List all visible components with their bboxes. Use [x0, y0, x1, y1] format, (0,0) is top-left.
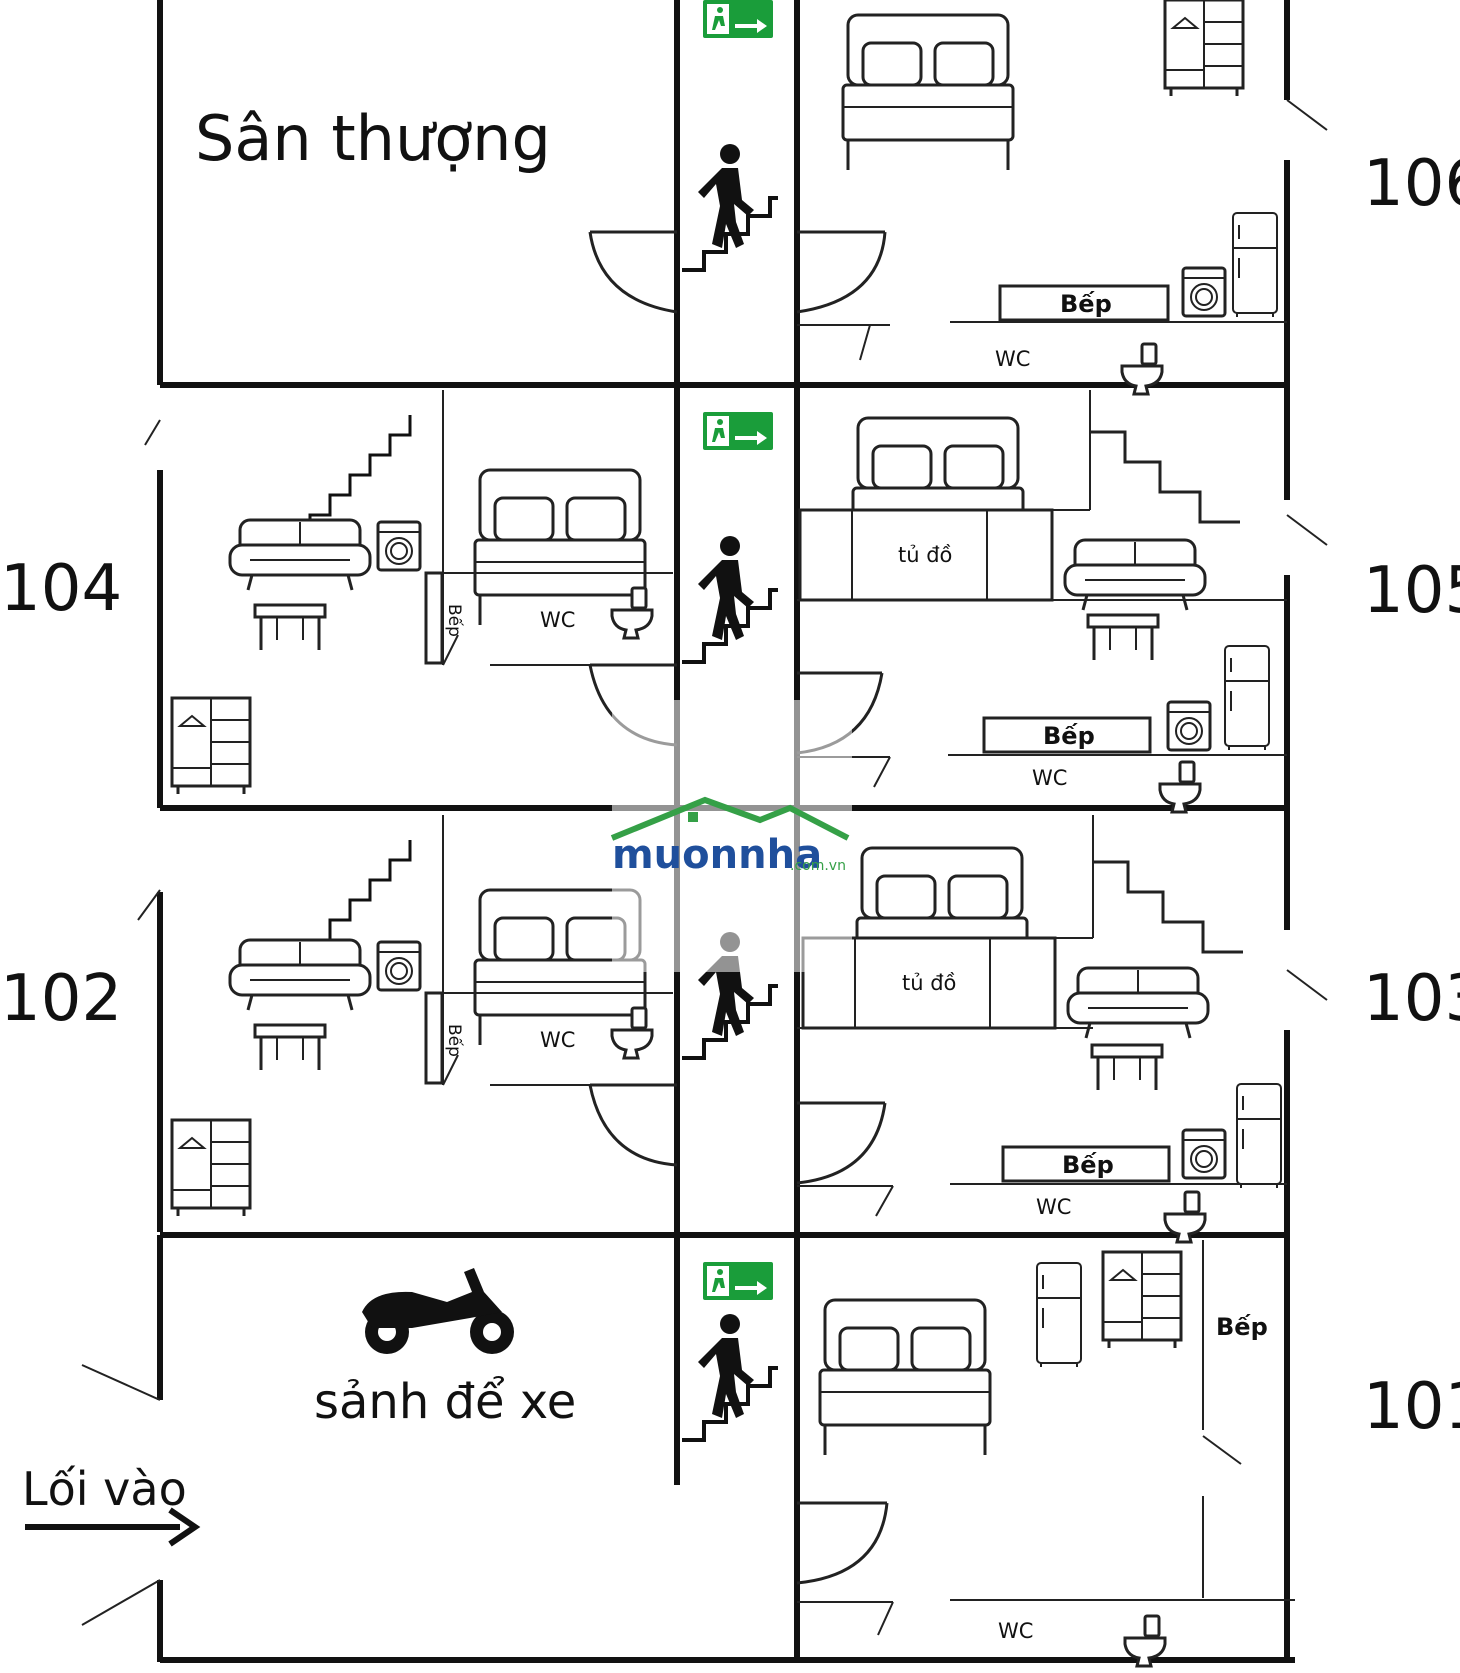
watermark-logo: muonnha .com.vn	[610, 700, 852, 972]
room-number-104: 104	[0, 552, 122, 626]
wardrobe-label: tủ đồ	[898, 543, 952, 567]
wc-label: WC	[995, 347, 1030, 371]
room-number-101: 101	[1363, 1370, 1460, 1444]
exit-sign-icon	[703, 0, 773, 38]
kitchen-label: Bếp	[1062, 1151, 1114, 1179]
stairs-walker-icon	[680, 1312, 780, 1442]
parking-label: sảnh để xe	[314, 1374, 576, 1430]
stairs-walker-icon	[680, 142, 780, 272]
stairs-walker-icon	[680, 534, 780, 664]
room-105: tủ đồ Bếp WC	[796, 390, 1287, 814]
room-number-103: 103	[1363, 962, 1460, 1036]
rooftop-label: Sân thượng	[195, 102, 551, 175]
wc-label: WC	[1032, 766, 1067, 790]
entrance-label: Lối vào	[22, 1462, 187, 1516]
exit-sign-icon	[703, 412, 773, 450]
watermark-brand: muonnha	[612, 832, 822, 878]
wc-label: WC	[540, 1028, 575, 1052]
kitchen-label: Bếp	[444, 604, 465, 637]
wc-label: WC	[1036, 1195, 1071, 1219]
kitchen-label: Bếp	[1216, 1313, 1268, 1341]
room-103: tủ đồ Bếp WC	[796, 815, 1287, 1244]
room-104: Bếp WC	[170, 390, 678, 796]
scooter-icon	[362, 1268, 514, 1354]
kitchen-label: Bếp	[444, 1024, 465, 1057]
room-101: Bếp WC	[796, 1240, 1295, 1668]
room-number-102: 102	[0, 962, 122, 1036]
room-number-105: 105	[1363, 554, 1460, 628]
watermark-domain: .com.vn	[790, 858, 846, 874]
kitchen-label: Bếp	[1060, 290, 1112, 318]
wc-label: WC	[540, 608, 575, 632]
exit-sign-icon	[703, 1262, 773, 1300]
room-102: Bếp WC	[170, 815, 678, 1218]
parking-hall: sảnh để xe Lối vào	[22, 1268, 576, 1547]
kitchen-label: Bếp	[1043, 722, 1095, 750]
room-106: Bếp WC	[796, 0, 1287, 396]
room-number-106: 106	[1363, 147, 1460, 221]
wardrobe-label: tủ đồ	[902, 971, 956, 995]
wc-label: WC	[998, 1619, 1033, 1643]
